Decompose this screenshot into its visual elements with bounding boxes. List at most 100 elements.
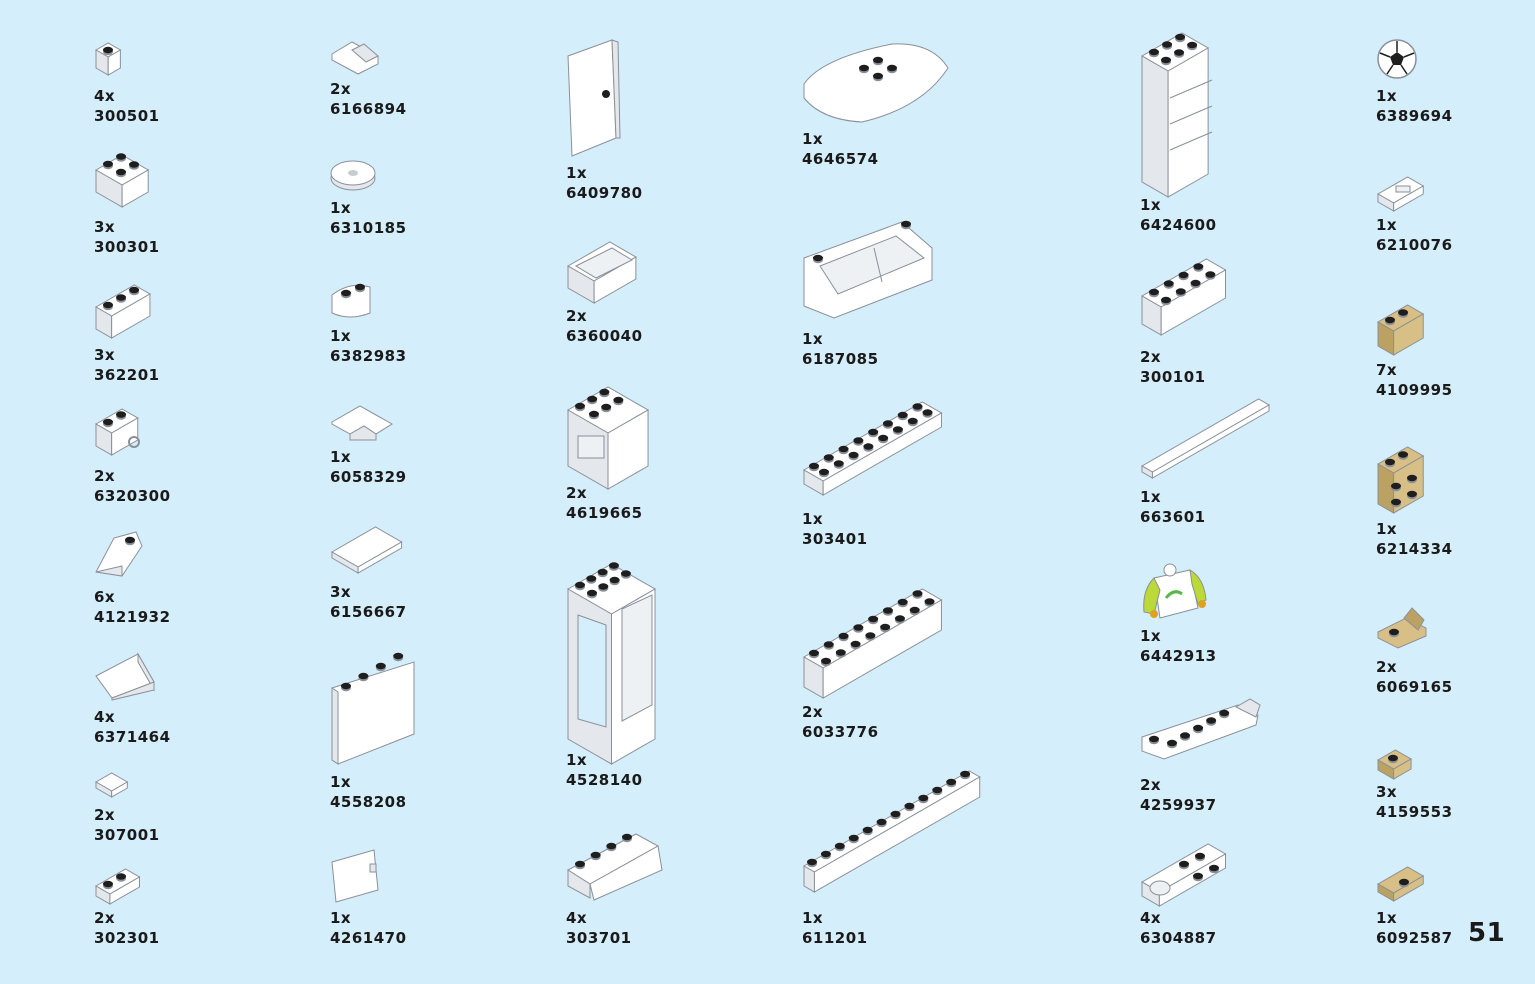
- corner-tile-icon: [331, 405, 393, 441]
- part-element-id: 6320300: [94, 487, 171, 505]
- cupboard-icon: [566, 386, 650, 490]
- part-quantity: 1x: [330, 327, 352, 345]
- part-element-id: 362201: [94, 366, 160, 384]
- inverted-plate-icon: [1141, 698, 1261, 760]
- part-quantity: 3x: [94, 346, 116, 364]
- part-element-id: 307001: [94, 826, 160, 844]
- part-element-id: 6156667: [330, 603, 407, 621]
- part-element-id: 6389694: [1376, 107, 1453, 125]
- part-element-id: 6033776: [802, 723, 879, 741]
- part-quantity: 1x: [1140, 488, 1162, 506]
- part-quantity: 1x: [330, 773, 352, 791]
- part-quantity: 2x: [802, 703, 824, 721]
- brick-clip-icon: [94, 408, 140, 456]
- part-element-id: 6409780: [566, 184, 643, 202]
- part-element-id: 302301: [94, 929, 160, 947]
- part-quantity: 1x: [802, 130, 824, 148]
- round-corner-brick-icon: [331, 283, 371, 318]
- door-small-icon: [331, 849, 379, 903]
- windscreen-icon: [803, 220, 933, 319]
- part-quantity: 3x: [1376, 783, 1398, 801]
- part-label: 3x 300301: [94, 217, 160, 257]
- part-element-id: 6360040: [566, 327, 643, 345]
- tile-1x6-icon: [1140, 398, 1271, 479]
- part-element-id: 303401: [802, 530, 868, 548]
- part-quantity: 2x: [566, 307, 588, 325]
- part-label: 4x 303701: [566, 908, 632, 948]
- part-quantity: 3x: [330, 583, 352, 601]
- part-quantity: 2x: [94, 806, 116, 824]
- part-element-id: 4646574: [802, 150, 879, 168]
- part-label: 2x 6069165: [1376, 657, 1453, 697]
- part-quantity: 1x: [1140, 627, 1162, 645]
- part-quantity: 4x: [566, 909, 588, 927]
- part-quantity: 2x: [566, 484, 588, 502]
- part-label: 2x 6033776: [802, 702, 879, 742]
- bracket-tan-icon: [1377, 607, 1427, 649]
- part-element-id: 6210076: [1376, 236, 1453, 254]
- part-label: 1x 4646574: [802, 129, 879, 169]
- part-quantity: 1x: [1376, 216, 1398, 234]
- part-element-id: 6424600: [1140, 216, 1217, 234]
- part-element-id: 6371464: [94, 728, 171, 746]
- part-quantity: 2x: [94, 467, 116, 485]
- part-quantity: 1x: [1140, 196, 1162, 214]
- part-quantity: 3x: [94, 218, 116, 236]
- part-quantity: 4x: [94, 708, 116, 726]
- part-label: 3x 6156667: [330, 582, 407, 622]
- part-element-id: 6166894: [330, 100, 407, 118]
- part-label: 1x 6409780: [566, 163, 643, 203]
- part-quantity: 1x: [566, 164, 588, 182]
- plate-1x2-icon: [94, 868, 141, 905]
- part-quantity: 7x: [1376, 361, 1398, 379]
- part-quantity: 1x: [1376, 909, 1398, 927]
- part-label: 1x 611201: [802, 908, 868, 948]
- curved-slope-icon: [803, 43, 949, 123]
- part-element-id: 4261470: [330, 929, 407, 947]
- part-element-id: 663601: [1140, 508, 1206, 526]
- part-quantity: 1x: [1376, 520, 1398, 538]
- tile-1x1-icon: [94, 772, 129, 798]
- part-quantity: 1x: [802, 909, 824, 927]
- torso-icon: [1143, 563, 1207, 619]
- part-quantity: 1x: [330, 909, 352, 927]
- part-element-id: 303701: [566, 929, 632, 947]
- part-element-id: 4259937: [1140, 796, 1217, 814]
- part-element-id: 6214334: [1376, 540, 1453, 558]
- part-label: 1x 6424600: [1140, 195, 1217, 235]
- part-element-id: 6069165: [1376, 678, 1453, 696]
- round-tile-icon: [330, 160, 376, 191]
- part-quantity: 1x: [1376, 87, 1398, 105]
- part-element-id: 6058329: [330, 468, 407, 486]
- part-quantity: 2x: [330, 80, 352, 98]
- jumper-plate-tan-icon: [1376, 866, 1425, 902]
- part-quantity: 2x: [1376, 658, 1398, 676]
- part-element-id: 300301: [94, 238, 160, 256]
- part-element-id: 611201: [802, 929, 868, 947]
- part-label: 2x 6360040: [566, 306, 643, 346]
- part-quantity: 2x: [1140, 348, 1162, 366]
- slope-small-icon: [95, 531, 143, 577]
- part-element-id: 6304887: [1140, 929, 1217, 947]
- part-element-id: 6442913: [1140, 647, 1217, 665]
- brick-2x2-icon: [94, 153, 150, 208]
- panel-icon: [331, 652, 415, 765]
- part-element-id: 4558208: [330, 793, 407, 811]
- brick-2x4-icon: [1140, 258, 1227, 336]
- part-element-id: 6187085: [802, 350, 879, 368]
- plate-1x12-icon: [802, 770, 981, 893]
- part-label: 2x 6166894: [330, 79, 407, 119]
- part-quantity: 6x: [94, 588, 116, 606]
- part-label: 2x 307001: [94, 805, 160, 845]
- part-quantity: 1x: [330, 199, 352, 217]
- part-label: 1x 4558208: [330, 772, 407, 812]
- part-element-id: 6310185: [330, 219, 407, 237]
